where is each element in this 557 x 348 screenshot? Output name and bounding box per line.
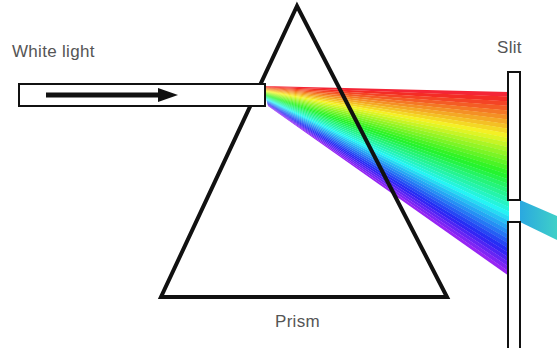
light-label: White light (12, 42, 95, 62)
passed-ray (520, 200, 557, 240)
slit-label: Slit (497, 38, 522, 58)
slit-lower-bar (508, 222, 520, 348)
beam-arrowhead (158, 88, 178, 102)
prism-label: Prism (275, 312, 320, 332)
light-beam-tube (19, 84, 265, 106)
slit-upper-bar (508, 72, 520, 200)
prism-triangle (161, 6, 447, 297)
beam-arrow-shaft (46, 93, 160, 98)
spectrum-slice (268, 106, 509, 277)
